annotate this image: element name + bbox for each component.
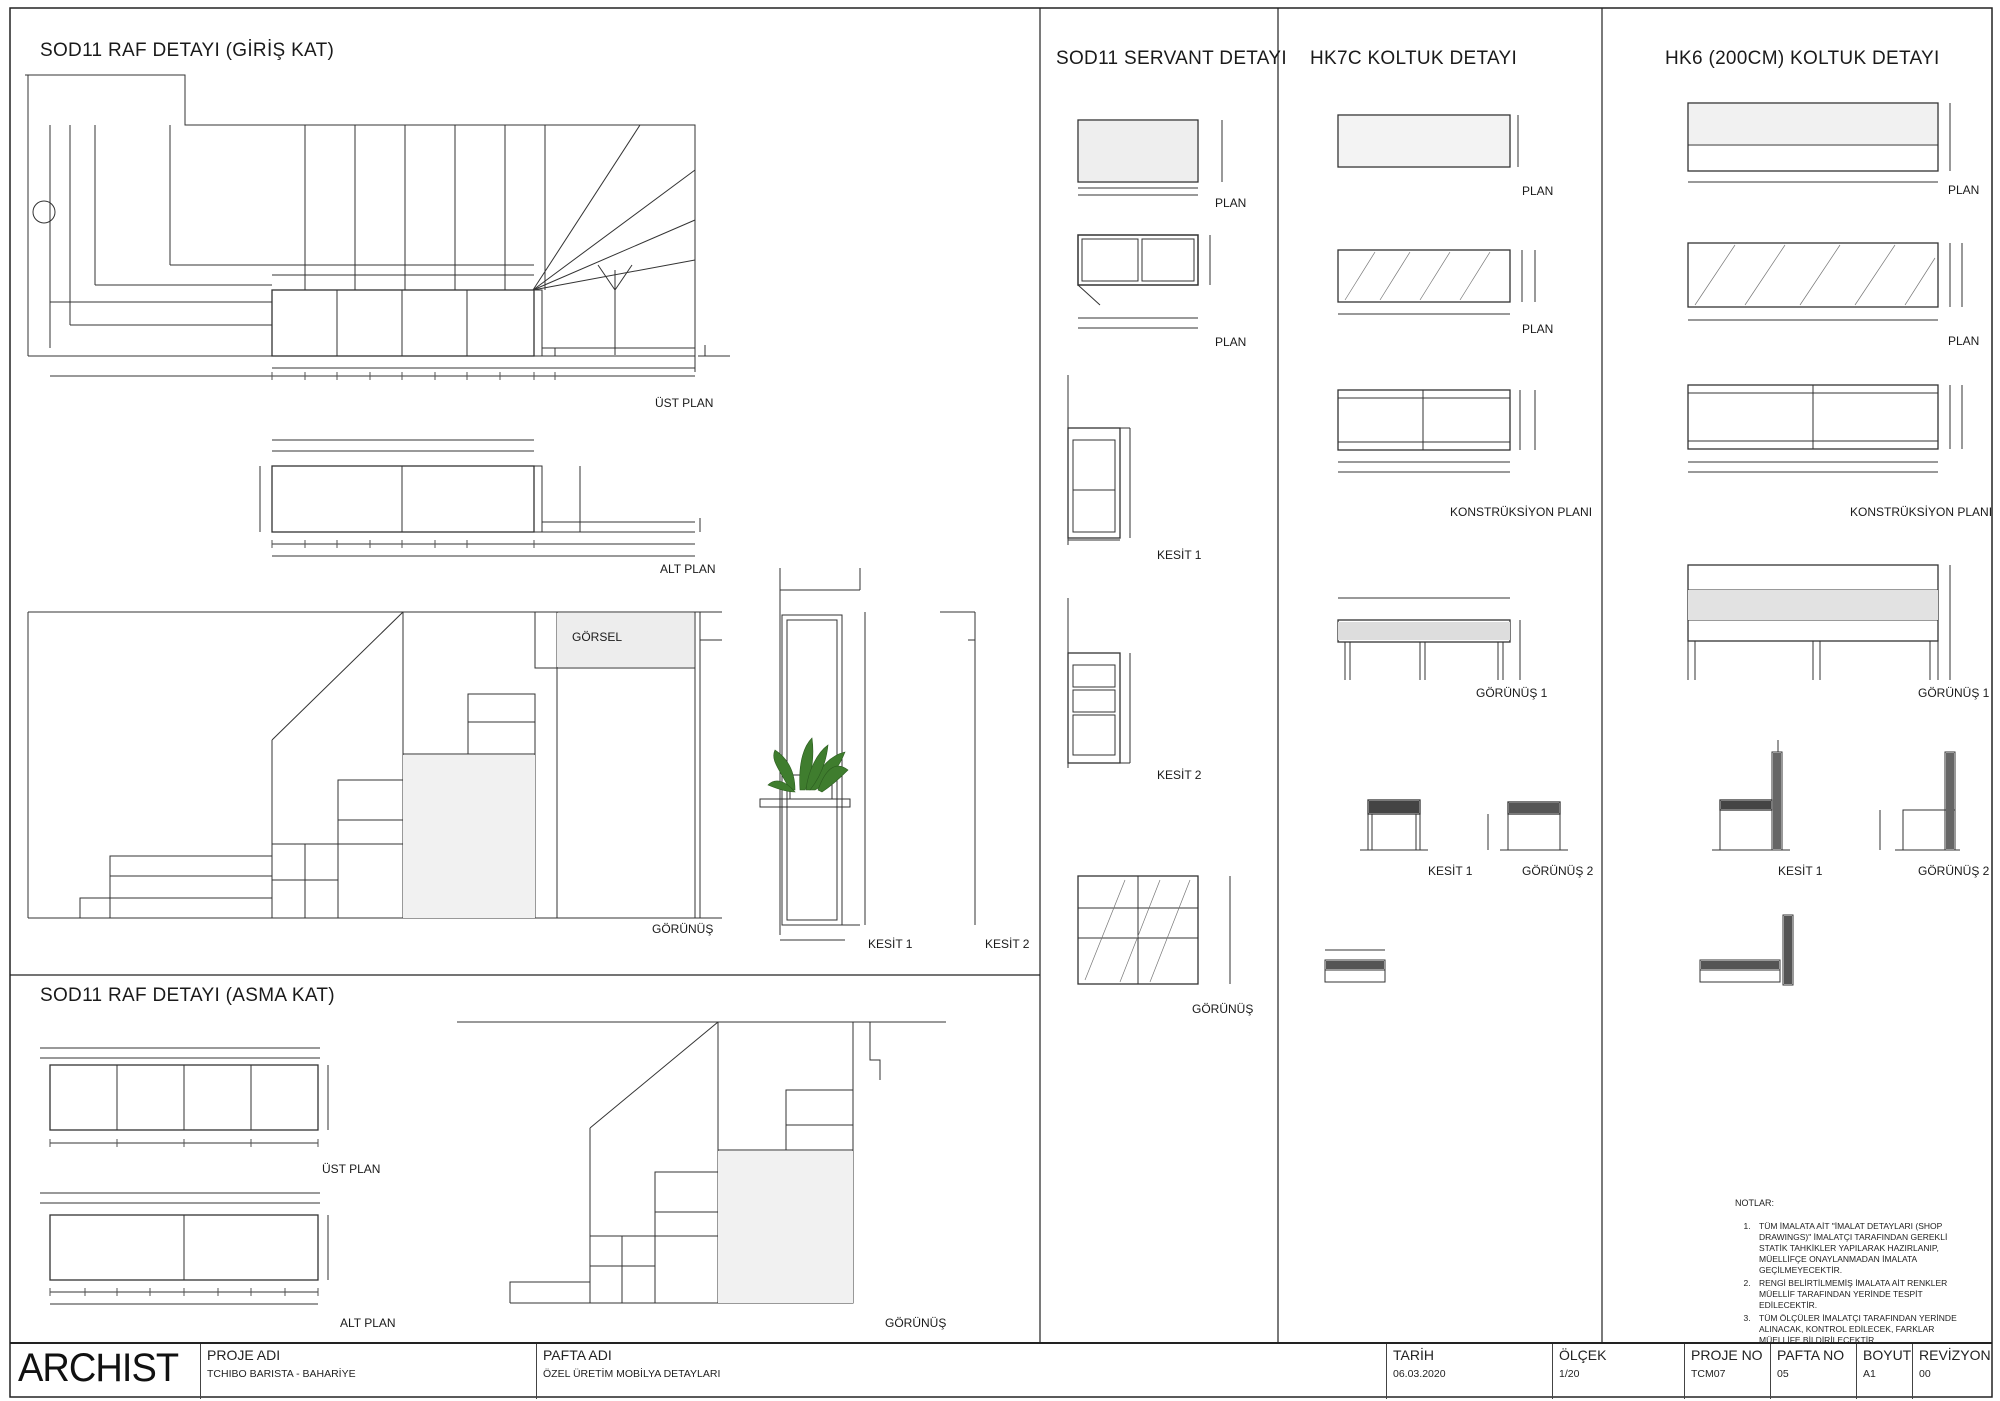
label-hk7c-plan-2: PLAN	[1522, 322, 1554, 336]
label-hk7c-plan-1: PLAN	[1522, 184, 1554, 198]
olcek-value: 1/20	[1559, 1368, 1580, 1380]
label-ust-plan-giris: ÜST PLAN	[655, 396, 714, 410]
notes-block: NOTLAR: TÜM İMALATA AİT "İMALAT DETAYLAR…	[1735, 1198, 1975, 1348]
proje-adi-label: PROJE ADI	[207, 1347, 281, 1363]
revizyon-value: 00	[1919, 1368, 1931, 1380]
label-hk7c-kesit1: KESİT 1	[1428, 864, 1473, 878]
tarih-label: TARİH	[1393, 1347, 1434, 1363]
tarih-value: 06.03.2020	[1393, 1368, 1446, 1380]
notes-heading: NOTLAR:	[1735, 1198, 1775, 1208]
label-gorunus-giris: GÖRÜNÜŞ	[652, 922, 714, 936]
label-hk6-kesit1: KESİT 1	[1778, 864, 1823, 878]
label-servant-kesit1: KESİT 1	[1157, 548, 1202, 562]
label-hk7c-konst: KONSTRÜKSİYON PLANI	[1450, 505, 1593, 519]
label-servant-kesit2: KESİT 2	[1157, 768, 1202, 782]
label-gorsel: GÖRSEL	[572, 630, 623, 644]
boyut-value: A1	[1863, 1368, 1876, 1380]
cell-revizyon: REVİZYON 00	[1912, 1344, 1993, 1399]
title-sod11-servant: SOD11 SERVANT DETAYI	[1056, 48, 1287, 69]
label-hk6-plan-1: PLAN	[1948, 183, 1980, 197]
label-servant-gorunus: GÖRÜNÜŞ	[1192, 1002, 1254, 1016]
note-item: RENGİ BELİRTİLMEMİŞ İMALATA AİT RENKLER …	[1753, 1278, 1975, 1311]
revizyon-label: REVİZYON	[1919, 1347, 1991, 1363]
title-hk6: HK6 (200CM) KOLTUK DETAYI	[1665, 48, 1940, 69]
cell-pafta-no: PAFTA NO 05	[1770, 1344, 1857, 1399]
olcek-label: ÖLÇEK	[1559, 1347, 1607, 1363]
notes-list: TÜM İMALATA AİT "İMALAT DETAYLARI (SHOP …	[1735, 1221, 1975, 1346]
cell-proje-adi: PROJE ADI TCHIBO BARISTA - BAHARİYE	[200, 1344, 537, 1399]
label-hk7c-gorunus1: GÖRÜNÜŞ 1	[1476, 686, 1548, 700]
pafta-adi-label: PAFTA ADI	[543, 1347, 612, 1363]
title-sod11-giris: SOD11 RAF DETAYI (GİRİŞ KAT)	[40, 40, 335, 61]
cell-boyut: BOYUT A1	[1856, 1344, 1913, 1399]
label-kesit2-giris: KESİT 2	[985, 937, 1030, 951]
note-item: TÜM ÖLÇÜLER İMALATÇI TARAFINDAN YERİNDE …	[1753, 1313, 1975, 1346]
pafta-no-label: PAFTA NO	[1777, 1347, 1845, 1363]
cell-tarih: TARİH 06.03.2020	[1386, 1344, 1553, 1399]
proje-adi-value: TCHIBO BARISTA - BAHARİYE	[207, 1368, 356, 1380]
label-alt-plan-asma: ALT PLAN	[340, 1316, 396, 1330]
label-ust-plan-asma: ÜST PLAN	[322, 1162, 381, 1176]
note-item: TÜM İMALATA AİT "İMALAT DETAYLARI (SHOP …	[1753, 1221, 1975, 1276]
cell-proje-no: PROJE NO TCM07	[1684, 1344, 1771, 1399]
label-gorunus-asma: GÖRÜNÜŞ	[885, 1316, 947, 1330]
label-servant-plan-1: PLAN	[1215, 196, 1247, 210]
boyut-label: BOYUT	[1863, 1347, 1912, 1363]
archist-logo: ARCHIST	[18, 1346, 179, 1390]
proje-no-label: PROJE NO	[1691, 1347, 1763, 1363]
label-hk7c-gorunus2: GÖRÜNÜŞ 2	[1522, 864, 1594, 878]
label-hk6-plan-2: PLAN	[1948, 334, 1980, 348]
planter-plants	[767, 737, 849, 793]
cell-olcek: ÖLÇEK 1/20	[1552, 1344, 1685, 1399]
proje-no-value: TCM07	[1691, 1368, 1726, 1380]
label-servant-plan-2: PLAN	[1215, 335, 1247, 349]
label-kesit1-giris: KESİT 1	[868, 937, 913, 951]
title-sod11-asma: SOD11 RAF DETAYI (ASMA KAT)	[40, 985, 335, 1006]
label-alt-plan-giris: ALT PLAN	[660, 562, 716, 576]
cell-pafta-adi: PAFTA ADI ÖZEL ÜRETİM MOBİLYA DETAYLARI	[536, 1344, 1387, 1399]
label-hk6-gorunus2: GÖRÜNÜŞ 2	[1918, 864, 1990, 878]
title-block: PROJE ADI TCHIBO BARISTA - BAHARİYE PAFT…	[10, 1342, 1992, 1399]
pafta-no-value: 05	[1777, 1368, 1789, 1380]
title-hk7c: HK7C KOLTUK DETAYI	[1310, 48, 1518, 69]
pafta-adi-value: ÖZEL ÜRETİM MOBİLYA DETAYLARI	[543, 1368, 721, 1380]
label-hk6-gorunus1: GÖRÜNÜŞ 1	[1918, 686, 1990, 700]
label-hk6-konst: KONSTRÜKSİYON PLANI	[1850, 505, 1993, 519]
